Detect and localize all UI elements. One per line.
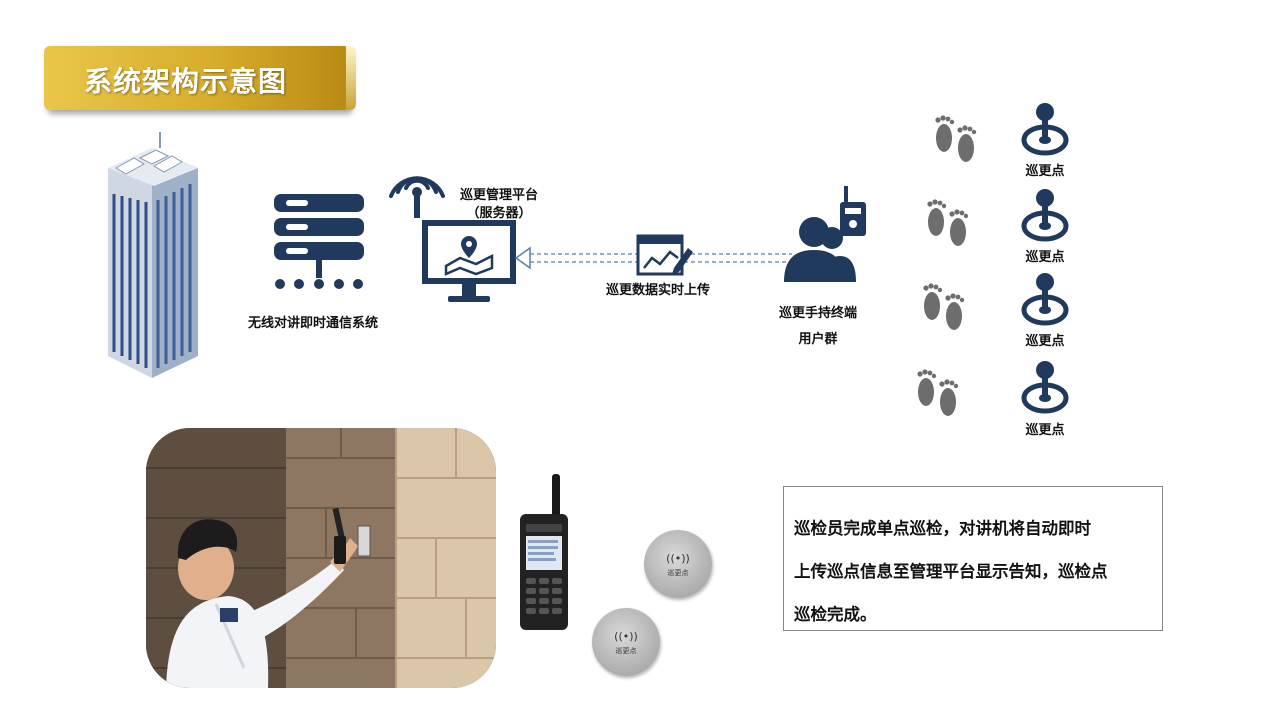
platform-label-line1: 巡更管理平台 (459, 188, 538, 203)
page-title: 系统架构示意图 (84, 65, 288, 98)
antenna-icon (389, 176, 445, 218)
patrol-tag: ((•)) 巡更点 (644, 530, 712, 598)
checkpoint-label: 巡更点 (1025, 423, 1065, 438)
upload-label: 巡更数据实时上传 (606, 283, 711, 298)
info-line-3: 巡检完成。 (794, 605, 877, 624)
platform-label-line2: （服务器） (466, 206, 532, 221)
building-image (108, 132, 198, 378)
location-pin-icon (1021, 102, 1069, 156)
user-radio-icon (784, 186, 866, 282)
checkpoint-label: 巡更点 (1025, 250, 1065, 265)
radio-device (520, 474, 568, 630)
info-line-1: 巡检员完成单点巡检，对讲机将自动即时 (794, 519, 1091, 538)
nfc-icon: ((•)) (614, 630, 638, 643)
server-icon (274, 194, 364, 289)
guard-photo (146, 428, 496, 688)
upload-arrow (514, 246, 792, 270)
checkpoint-label: 巡更点 (1025, 334, 1065, 349)
footprint-icon (923, 283, 965, 330)
nfc-icon: ((•)) (666, 552, 690, 565)
location-pin-icon (1021, 188, 1069, 242)
patrol-tag-label: 巡更点 (615, 647, 637, 655)
comm-system-label: 无线对讲即时通信系统 (248, 316, 379, 331)
patrol-tag-label: 巡更点 (667, 569, 689, 577)
info-line-2: 上传巡点信息至管理平台显示告知，巡检点 (794, 562, 1108, 581)
terminal-label-line1: 巡更手持终端 (778, 306, 857, 321)
title-banner (44, 46, 356, 110)
terminal-label-line2: 用户群 (798, 332, 838, 347)
info-box: 巡检员完成单点巡检，对讲机将自动即时 上传巡点信息至管理平台显示告知，巡检点 巡… (783, 486, 1163, 631)
location-pin-icon (1021, 272, 1069, 326)
footprint-icon (927, 199, 969, 246)
patrol-tag: ((•)) 巡更点 (592, 608, 660, 676)
monitor-map-icon (422, 220, 516, 302)
location-pin-icon (1021, 360, 1069, 414)
upload-chart-icon (636, 234, 693, 276)
checkpoint-label: 巡更点 (1025, 164, 1065, 179)
footprint-icon (917, 369, 959, 416)
footprint-icon (935, 115, 977, 162)
